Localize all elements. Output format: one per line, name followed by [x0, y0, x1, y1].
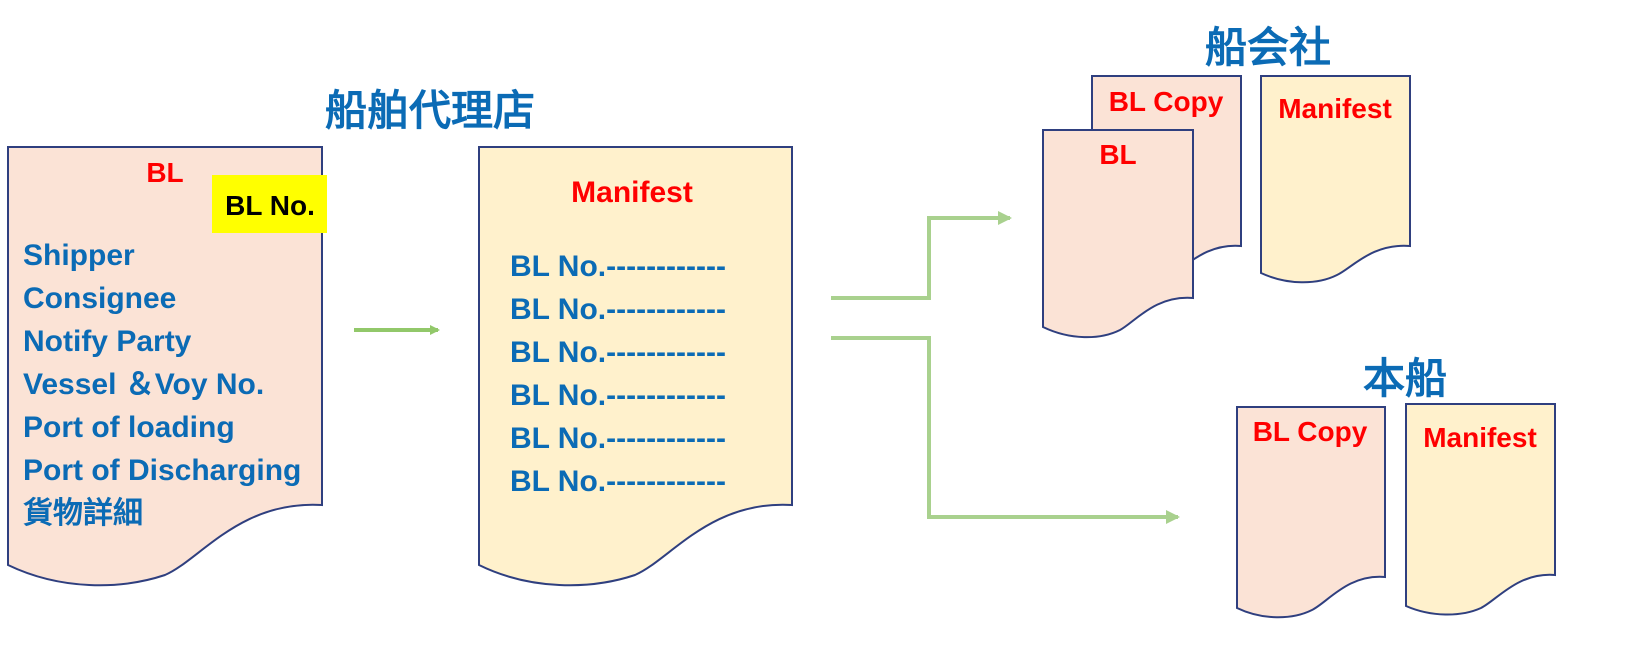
vessel-bl-copy-title: BL Copy — [1253, 416, 1368, 447]
manifest-row-6: BL No.------------ — [510, 465, 726, 498]
bl-field-notify-party: Notify Party — [23, 325, 192, 358]
manifest-row-5: BL No.------------ — [510, 422, 726, 455]
vessel-manifest-shape — [1405, 403, 1556, 616]
manifest-row-4: BL No.------------ — [510, 379, 726, 412]
bl-field-cargo-details: 貨物詳細 — [23, 496, 143, 530]
manifest-document-shape — [478, 146, 793, 587]
manifest-document-title: Manifest — [571, 176, 693, 209]
shipping-manifest-title: Manifest — [1278, 93, 1392, 124]
arrow-to-vessel — [831, 336, 1180, 524]
bl-no-badge: BL No. — [225, 190, 315, 221]
manifest-row-3: BL No.------------ — [510, 336, 726, 369]
shipping-company-title: 船会社 — [1205, 24, 1331, 71]
vessel-title: 本船 — [1363, 355, 1447, 402]
bl-field-shipper: Shipper — [23, 239, 135, 272]
shipping-bl-title: BL — [1099, 139, 1136, 170]
shipping-manifest-shape — [1260, 75, 1411, 284]
manifest-row-1: BL No.------------ — [510, 250, 726, 283]
shipping-bl-copy-title: BL Copy — [1109, 86, 1224, 117]
vessel-bl-copy-shape — [1236, 406, 1386, 619]
bl-no-highlight — [212, 175, 327, 233]
agent-title: 船舶代理店 — [325, 87, 535, 134]
bl-field-consignee: Consignee — [23, 282, 176, 315]
bl-field-port-loading: Port of loading — [23, 411, 235, 444]
arrow-to-shipping-company — [831, 211, 1012, 300]
bl-document-title: BL — [146, 157, 183, 188]
bl-field-vessel-voy: Vessel ＆Voy No. — [23, 368, 264, 401]
manifest-row-2: BL No.------------ — [510, 293, 726, 326]
bl-field-port-discharging: Port of Discharging — [23, 454, 301, 487]
bl-document-shape — [7, 146, 323, 587]
shipping-bl-shape — [1042, 129, 1194, 339]
vessel-manifest-title: Manifest — [1423, 422, 1537, 453]
